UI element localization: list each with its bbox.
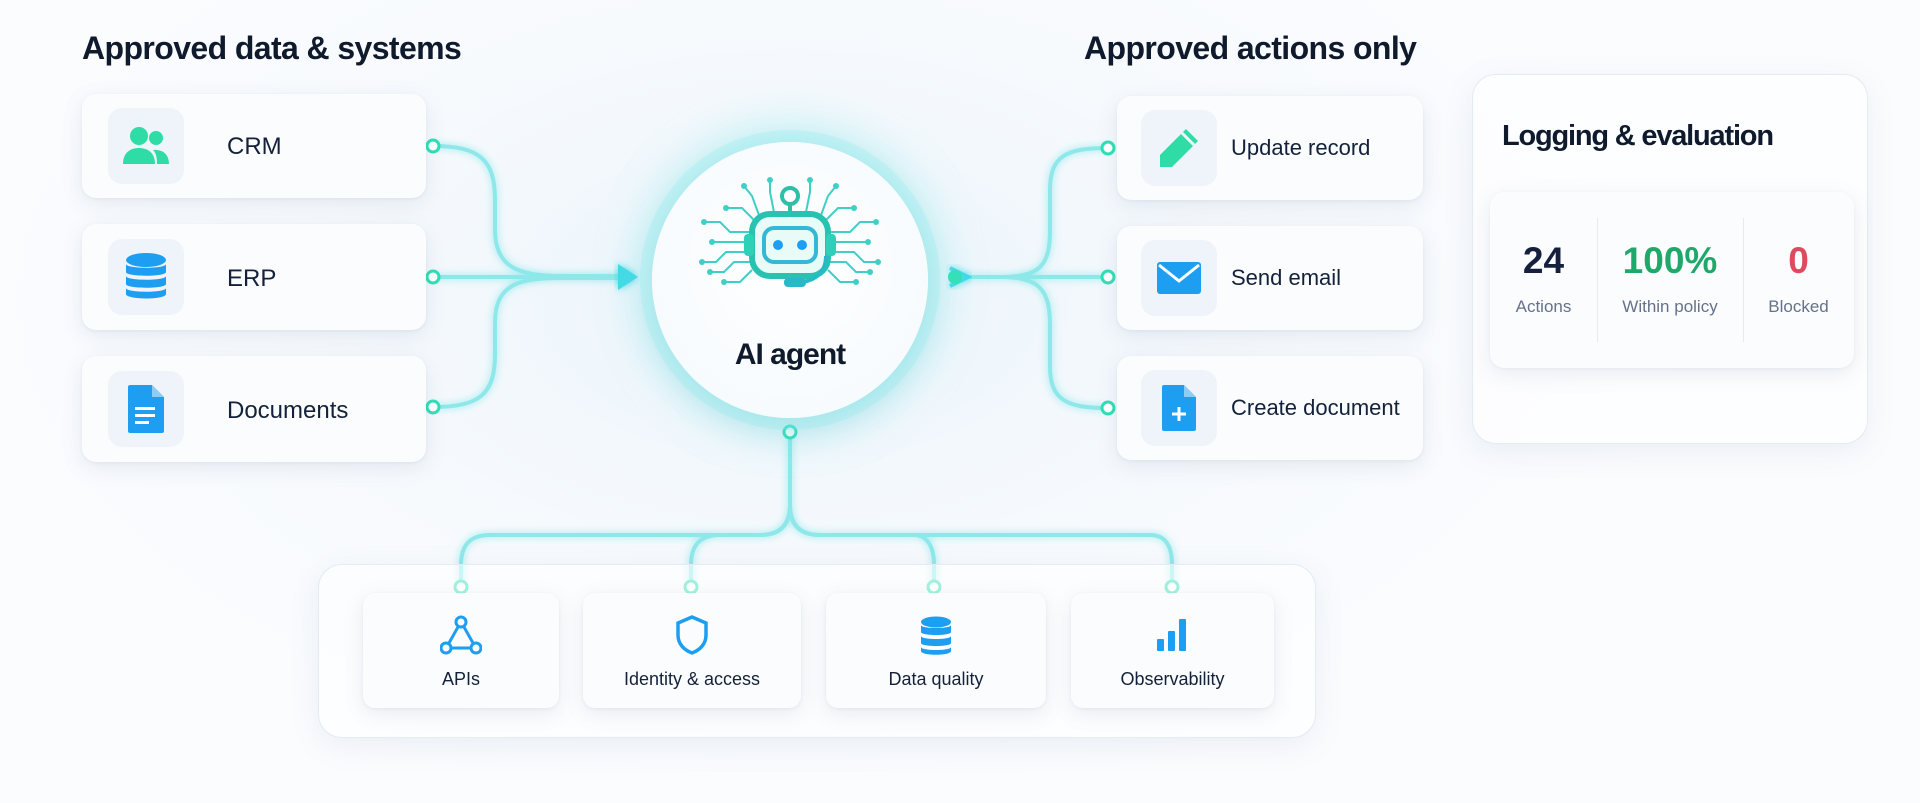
foundation-card-observability[interactable]: Observability — [1071, 593, 1274, 708]
source-card-crm[interactable]: CRM — [82, 94, 426, 198]
source-card-erp[interactable]: ERP — [82, 224, 426, 330]
node-crm — [425, 138, 441, 154]
node-documents — [425, 399, 441, 415]
stat-blocked-caption: Blocked — [1768, 297, 1829, 316]
connector-update-record — [953, 146, 1110, 279]
source-label-documents: Documents — [227, 397, 349, 424]
database-icon — [108, 239, 184, 315]
document-icon — [108, 371, 184, 447]
stat-within-policy-caption: Within policy — [1622, 297, 1718, 316]
arrow-out-hub — [949, 266, 973, 288]
users-icon — [108, 108, 184, 184]
right-heading: Approved actions only — [1084, 30, 1417, 66]
source-label-crm: CRM — [227, 133, 282, 160]
stat-within-policy-value: 100% — [1622, 240, 1718, 281]
network-icon — [440, 615, 482, 655]
action-card-update-record[interactable]: Update record — [1117, 96, 1423, 200]
node-update-record — [1100, 140, 1116, 156]
action-label-update-record: Update record — [1231, 135, 1371, 160]
foundation-label-apis: APIs — [441, 669, 480, 689]
action-card-send-email[interactable]: Send email — [1117, 226, 1423, 330]
connector-crm — [431, 144, 632, 278]
connector-documents — [431, 276, 632, 409]
stat-actions-caption: Actions — [1515, 297, 1572, 316]
connector-hub-down — [459, 430, 792, 587]
stat-actions: 24 Actions — [1490, 192, 1597, 368]
arrow-into-hub — [618, 264, 638, 290]
logging-stats: 24 Actions 100% Within policy 0 Blocked — [1490, 192, 1854, 368]
hub-title: AI agent — [734, 338, 846, 371]
source-card-documents[interactable]: Documents — [82, 356, 426, 462]
node-send-email — [1100, 269, 1116, 285]
foundation-card-apis[interactable]: APIs — [363, 593, 559, 708]
connector-create-document — [953, 275, 1110, 410]
action-label-create-document: Create document — [1231, 395, 1400, 420]
stat-blocked: 0 Blocked — [1743, 192, 1854, 368]
source-label-erp: ERP — [227, 265, 277, 292]
stat-actions-value: 24 — [1522, 240, 1565, 281]
foundation-label-data-quality: Data quality — [888, 669, 984, 689]
node-erp — [425, 269, 441, 285]
ai-agent-hub[interactable]: AI agent — [652, 142, 928, 418]
add-document-icon — [1141, 370, 1217, 446]
foundation-label-observability: Observability — [1120, 669, 1225, 689]
node-create-document — [1100, 400, 1116, 416]
stat-divider — [1743, 218, 1744, 342]
node-hub-right — [948, 270, 962, 284]
foundation-label-identity-access: Identity & access — [623, 669, 761, 689]
stat-within-policy: 100% Within policy — [1597, 192, 1743, 368]
database-icon — [921, 616, 951, 655]
foundation-card-data-quality[interactable]: Data quality — [826, 593, 1046, 708]
bar-chart-icon — [1156, 619, 1186, 651]
logging-title: Logging & evaluation — [1502, 120, 1774, 152]
shield-icon — [676, 615, 708, 655]
action-label-send-email: Send email — [1231, 265, 1342, 290]
stat-blocked-value: 0 — [1788, 240, 1809, 281]
pencil-icon — [1141, 110, 1217, 186]
left-heading: Approved data & systems — [82, 30, 462, 66]
stat-divider — [1597, 218, 1598, 342]
action-card-create-document[interactable]: Create document — [1117, 356, 1423, 460]
envelope-icon — [1141, 240, 1217, 316]
node-hub-bottom — [782, 424, 798, 440]
robot-icon — [699, 177, 881, 287]
foundation-card-identity-access[interactable]: Identity & access — [583, 593, 801, 708]
